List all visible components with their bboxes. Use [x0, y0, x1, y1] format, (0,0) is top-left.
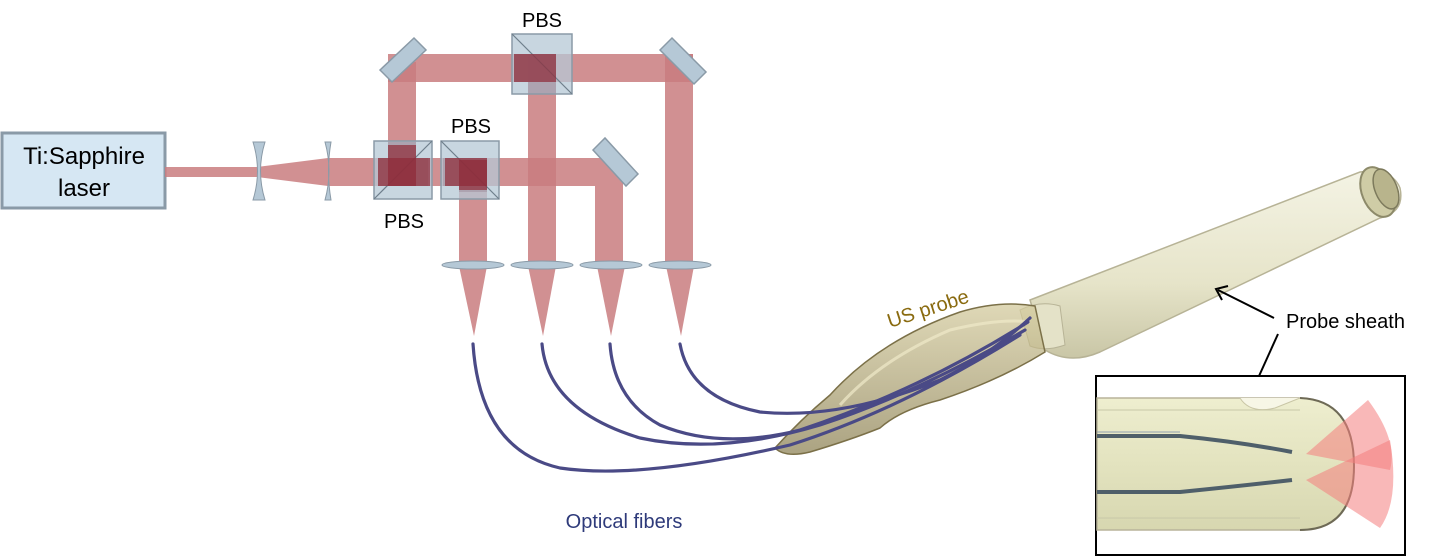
optical-fibers [471, 316, 1032, 473]
beam-expander-lenses [252, 141, 332, 201]
focusing-lenses [441, 260, 712, 270]
laser-label-line2: laser [58, 175, 110, 202]
probe-sheath-label: Probe sheath [1286, 311, 1405, 333]
pbs-label-middle: PBS [451, 116, 491, 138]
mirrors [378, 36, 708, 188]
laser-box [0, 131, 167, 210]
light-cone-lower [1306, 440, 1394, 528]
optical-fibers-label: Optical fibers [566, 511, 683, 533]
laser-label-line1: Ti:Sapphire [23, 143, 145, 170]
pbs-label-top: PBS [522, 10, 562, 32]
pbs-label-lower: PBS [384, 211, 424, 233]
inset-probe-tip [1095, 375, 1406, 556]
